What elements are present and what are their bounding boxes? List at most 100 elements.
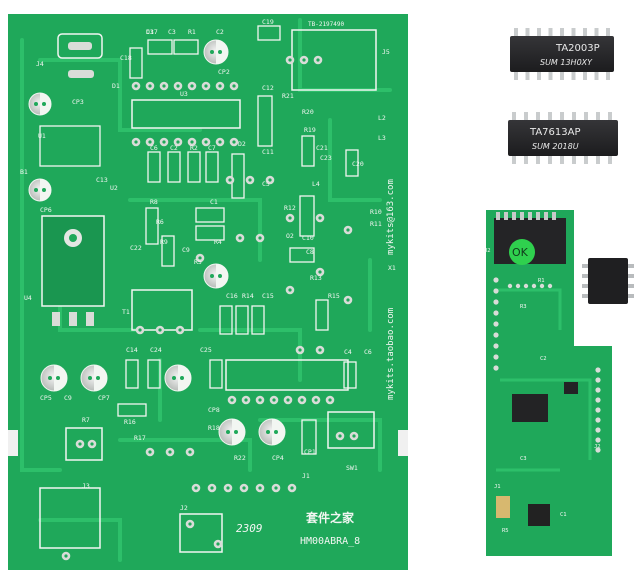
- module-pad: [539, 283, 545, 289]
- component-outline: [343, 361, 357, 389]
- pad-hole: [258, 486, 262, 490]
- silkscreen-label: R2: [190, 144, 198, 152]
- module-smd-ic: [512, 394, 548, 422]
- chip-pin: [560, 72, 564, 80]
- component-outline: [301, 419, 317, 455]
- silkscreen-label: C5: [262, 180, 270, 188]
- module-silk-label: R5: [502, 528, 509, 534]
- pad-hole: [258, 236, 262, 240]
- chip-pin: [572, 112, 576, 120]
- board-edge-mark-left: [8, 430, 18, 456]
- website-url: mykits.taobao.com: [386, 308, 396, 400]
- pad-hole: [238, 236, 242, 240]
- silkscreen-label: U3: [180, 90, 188, 98]
- chip-ta7613ap-code: SUM 2018U: [532, 142, 579, 151]
- silkscreen-label: C7: [208, 144, 216, 152]
- module-silk-label: C2: [540, 356, 547, 362]
- component-outline: [209, 359, 223, 389]
- pad-hole: [148, 84, 152, 88]
- silkscreen-label: C22: [130, 244, 142, 252]
- silkscreen-label: R22: [234, 454, 246, 462]
- chip-pin: [571, 28, 576, 36]
- sw1-outline: [179, 513, 223, 553]
- board-serial: TB-2197490: [308, 21, 345, 28]
- electrolytic-capacitors: [28, 39, 286, 446]
- silkscreen-label: C9: [64, 394, 72, 402]
- chip-ta7613ap: TA7613AP SUM 2018U: [508, 112, 618, 164]
- capacitor-lead: [210, 274, 214, 278]
- silkscreen-label: R1: [188, 28, 196, 36]
- module-silk-label: C3: [520, 456, 527, 462]
- date-code: 2309: [236, 522, 263, 535]
- chip-pin: [572, 156, 576, 164]
- website-email: mykits@163.com: [386, 179, 396, 255]
- pad-hole: [138, 328, 142, 332]
- chip-pin: [608, 156, 612, 164]
- chip-pin: [584, 112, 588, 120]
- pad-hole: [328, 398, 332, 402]
- silkscreen-label: L2: [378, 114, 386, 122]
- silkscreen-label: R14: [242, 292, 254, 300]
- silkscreen-label: C6: [150, 144, 158, 152]
- pad-hole: [204, 140, 208, 144]
- component-outline: [145, 207, 159, 245]
- silkscreen-label: U2: [110, 184, 118, 192]
- pad-hole: [290, 486, 294, 490]
- component-outline: [147, 151, 161, 183]
- pad-hole: [190, 84, 194, 88]
- pad-hole: [176, 84, 180, 88]
- module-silk-label: C1: [560, 512, 567, 518]
- pad-hole: [228, 178, 232, 182]
- silkscreen-label: C2: [170, 144, 178, 152]
- pad-hole: [188, 450, 192, 454]
- silkscreen-label: C4: [344, 348, 352, 356]
- capacitor-lead: [88, 376, 92, 380]
- chip-pin: [606, 28, 610, 36]
- silkscreen-label: C19: [262, 18, 274, 26]
- j1-outline: [39, 487, 101, 549]
- pad-hole: [226, 486, 230, 490]
- module-pad: [595, 447, 601, 453]
- module-pad: [493, 299, 499, 305]
- chip-pin: [594, 72, 599, 80]
- capacitor-lead: [180, 376, 184, 380]
- pad-hole: [218, 84, 222, 88]
- capacitor-lead: [172, 376, 176, 380]
- silkscreen-label: R16: [124, 418, 136, 426]
- silkscreen-label: R6: [156, 218, 164, 226]
- silkscreen-label: J4: [36, 60, 44, 68]
- silkscreen-label: D2: [238, 140, 246, 148]
- module-pad: [595, 427, 601, 433]
- chip-pin: [537, 72, 541, 80]
- pad-hole: [64, 554, 68, 558]
- silkscreen-label: R13: [310, 274, 322, 282]
- component-outline: [299, 195, 315, 237]
- module-pad: [547, 283, 553, 289]
- silkscreen-label: C21: [316, 144, 328, 152]
- chip-pin: [512, 156, 516, 164]
- silkscreen-label: R4: [214, 238, 222, 246]
- module-pad: [595, 397, 601, 403]
- silkscreen-label: X1: [388, 264, 396, 272]
- pad-hole: [318, 216, 322, 220]
- j4-slot: [68, 42, 92, 50]
- solder-pads: [61, 55, 359, 561]
- pad-hole: [316, 58, 320, 62]
- chip-pin: [583, 72, 587, 80]
- ic-footprint-top: [131, 99, 241, 129]
- silkscreen-label: J3: [82, 482, 90, 490]
- silkscreen-label: J2: [180, 504, 188, 512]
- silkscreen-label: C25: [200, 346, 212, 354]
- module-pad: [595, 437, 601, 443]
- chip-pin: [536, 156, 540, 164]
- pad-hole: [190, 140, 194, 144]
- pad-hole: [210, 486, 214, 490]
- pad-hole: [198, 256, 202, 260]
- silkscreen-label: R17: [134, 434, 146, 442]
- pad-hole: [232, 84, 236, 88]
- silkscreen-label: CP7: [98, 394, 110, 402]
- pad-hole: [288, 288, 292, 292]
